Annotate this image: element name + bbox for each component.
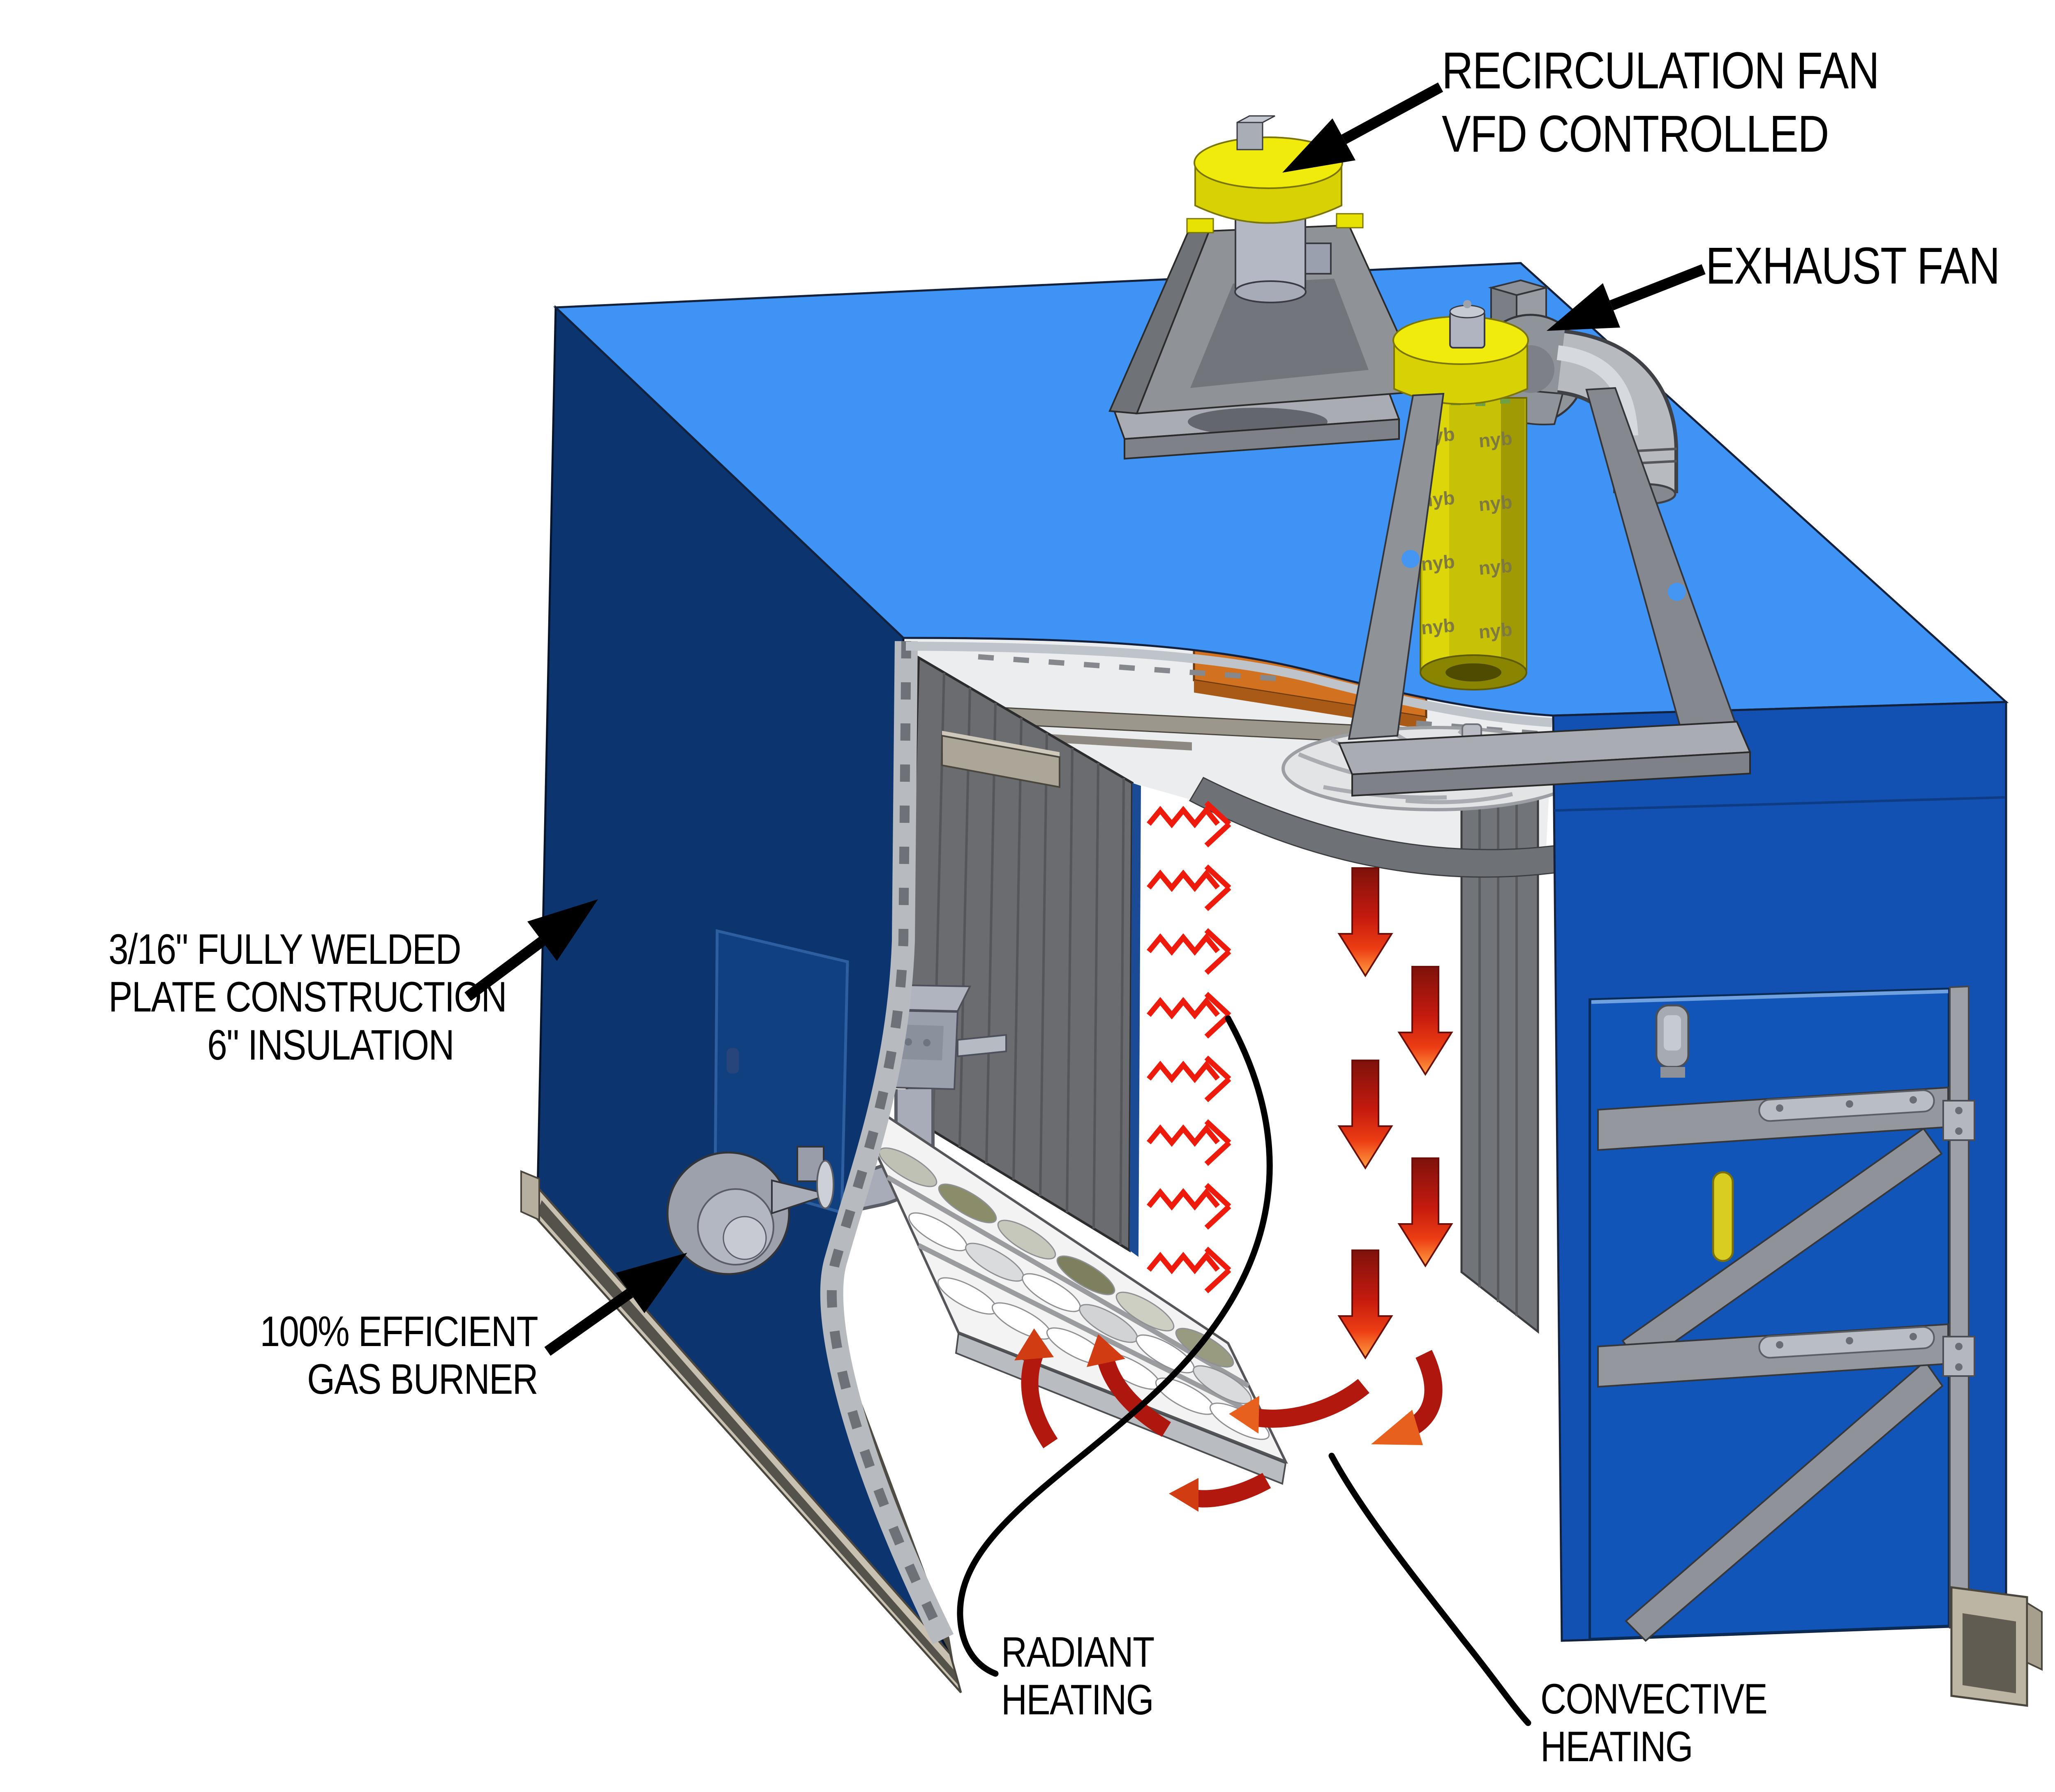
callout-line: CONVECTIVE [1540, 1675, 1768, 1723]
exhaust-elbow-duct [1556, 329, 1678, 505]
junction-box [1236, 122, 1263, 150]
callout-line: HEATING [1001, 1676, 1154, 1724]
callout-plate-construction: 3/16" FULLY WELDED PLATE CONSTRUCTION 6"… [109, 926, 507, 1069]
ceiling-perforation-row [978, 654, 1283, 682]
exhaust-motor [1449, 300, 1485, 349]
wall-channel-beam [941, 734, 1060, 788]
access-door-handle [727, 1048, 739, 1074]
oven-door [1589, 987, 1950, 1641]
callout-arrows [464, 82, 1706, 1356]
callout-line: VFD CONTROLLED [1442, 104, 1829, 163]
convective-down-arrow-icon [1338, 867, 1392, 977]
wall-edge-strip [1129, 783, 1141, 1257]
recirculating-heat-arrows [1014, 1328, 1443, 1512]
svg-text:nyb: nyb [1420, 551, 1456, 575]
callout-line: 6" INSULATION [207, 1021, 454, 1069]
interior-cutaway [835, 638, 1630, 1691]
leader-line-convective [1328, 1453, 1531, 1726]
callout-line: 100% EFFICIENT [260, 1308, 538, 1356]
callout-line: RADIANT [1001, 1628, 1154, 1676]
radiant-heat-arrow-icon [1149, 1249, 1229, 1291]
radiant-heat-arrow-icon [1149, 1185, 1229, 1228]
exhaust-fan-body: nyb nyb nyb nyb nyb nyb nyb nyb [1420, 397, 1527, 690]
convective-heat-arrows [1338, 867, 1452, 1359]
callout-arrow-recirculation [1341, 82, 1443, 144]
exhaust-fan: nyb nyb nyb nyb nyb nyb nyb nyb [1338, 279, 1751, 797]
callout-radiant-heating: RADIANT HEATING [1001, 1628, 1154, 1724]
callout-line: EXHAUST FAN [1706, 237, 2000, 295]
convective-down-arrow-icon [1338, 1249, 1392, 1359]
door-latch [1655, 1004, 1690, 1078]
radiant-heat-arrows [1149, 803, 1229, 1291]
callout-line: RECIRCULATION FAN [1442, 42, 1880, 99]
svg-text:nyb: nyb [1420, 614, 1456, 639]
roof-cut-rim [905, 642, 1552, 727]
radiant-heat-arrow-icon [1149, 930, 1229, 973]
fan-motor [1234, 213, 1332, 303]
callout-line: GAS BURNER [307, 1356, 538, 1404]
wall-seam [1554, 796, 2005, 812]
right-wall [1552, 701, 2043, 1707]
callout-line: 3/16" FULLY WELDED [109, 926, 462, 973]
right-interior-wall [1460, 751, 1539, 1334]
callout-line: HEATING [1540, 1723, 1693, 1771]
callout-recirculation-fan: RECIRCULATION FAN VFD CONTROLLED [1442, 39, 1880, 165]
callout-convective-heating: CONVECTIVE HEATING [1540, 1675, 1768, 1771]
convective-down-arrow-icon [1398, 966, 1452, 1075]
callout-arrow-burner [544, 1289, 633, 1356]
door-top-highlight [1591, 989, 1949, 1004]
svg-text:nyb: nyb [1478, 491, 1513, 515]
svg-text:nyb: nyb [1478, 427, 1513, 452]
radiant-heat-arrow-icon [1149, 1058, 1229, 1100]
corner-foot [1950, 1586, 2043, 1707]
svg-text:nyb: nyb [1478, 619, 1513, 643]
gas-burner-blower [666, 1146, 834, 1275]
radiant-heat-arrow-icon [1149, 866, 1229, 909]
base-channel [520, 1170, 962, 1693]
callout-arrow-exhaust [1609, 264, 1706, 311]
radiant-heat-arrow-icon [1149, 994, 1229, 1037]
leader-line-radiant [957, 1015, 1273, 1677]
door-hinges [1942, 985, 1975, 1629]
cutaway-arch-frame [820, 641, 954, 1644]
convective-down-arrow-icon [1338, 1060, 1392, 1169]
radiant-heat-arrow-icon [1149, 1121, 1229, 1164]
recirculation-fan [1108, 115, 1426, 460]
left-wall [520, 305, 962, 1693]
callout-line: PLATE CONSTRUCTION [109, 973, 507, 1021]
svg-text:nyb: nyb [1478, 555, 1513, 579]
callout-arrow-plate [464, 937, 545, 1001]
convective-down-arrow-icon [1398, 1157, 1452, 1267]
callout-exhaust-fan: EXHAUST FAN [1706, 234, 2000, 298]
callout-gas-burner: 100% EFFICIENT GAS BURNER [192, 1308, 538, 1404]
door-handle [1712, 1171, 1734, 1262]
